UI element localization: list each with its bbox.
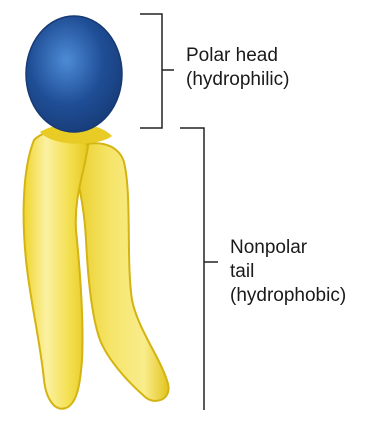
nonpolar-tail-label-line2: tail — [230, 260, 346, 284]
polar-head-label-line2: (hydrophilic) — [186, 68, 289, 92]
tail-chain-right — [72, 143, 169, 401]
tail-bracket — [180, 128, 218, 410]
tail-chain-left — [24, 131, 88, 409]
polar-head — [26, 16, 122, 132]
polar-head-label-line1: Polar head — [186, 44, 289, 68]
nonpolar-tail-label-line1: Nonpolar — [230, 236, 346, 260]
nonpolar-tail-label-line3: (hydrophobic) — [230, 284, 346, 308]
polar-head-label: Polar head (hydrophilic) — [186, 44, 289, 92]
head-bracket — [140, 14, 174, 128]
nonpolar-tail-label: Nonpolar tail (hydrophobic) — [230, 236, 346, 308]
